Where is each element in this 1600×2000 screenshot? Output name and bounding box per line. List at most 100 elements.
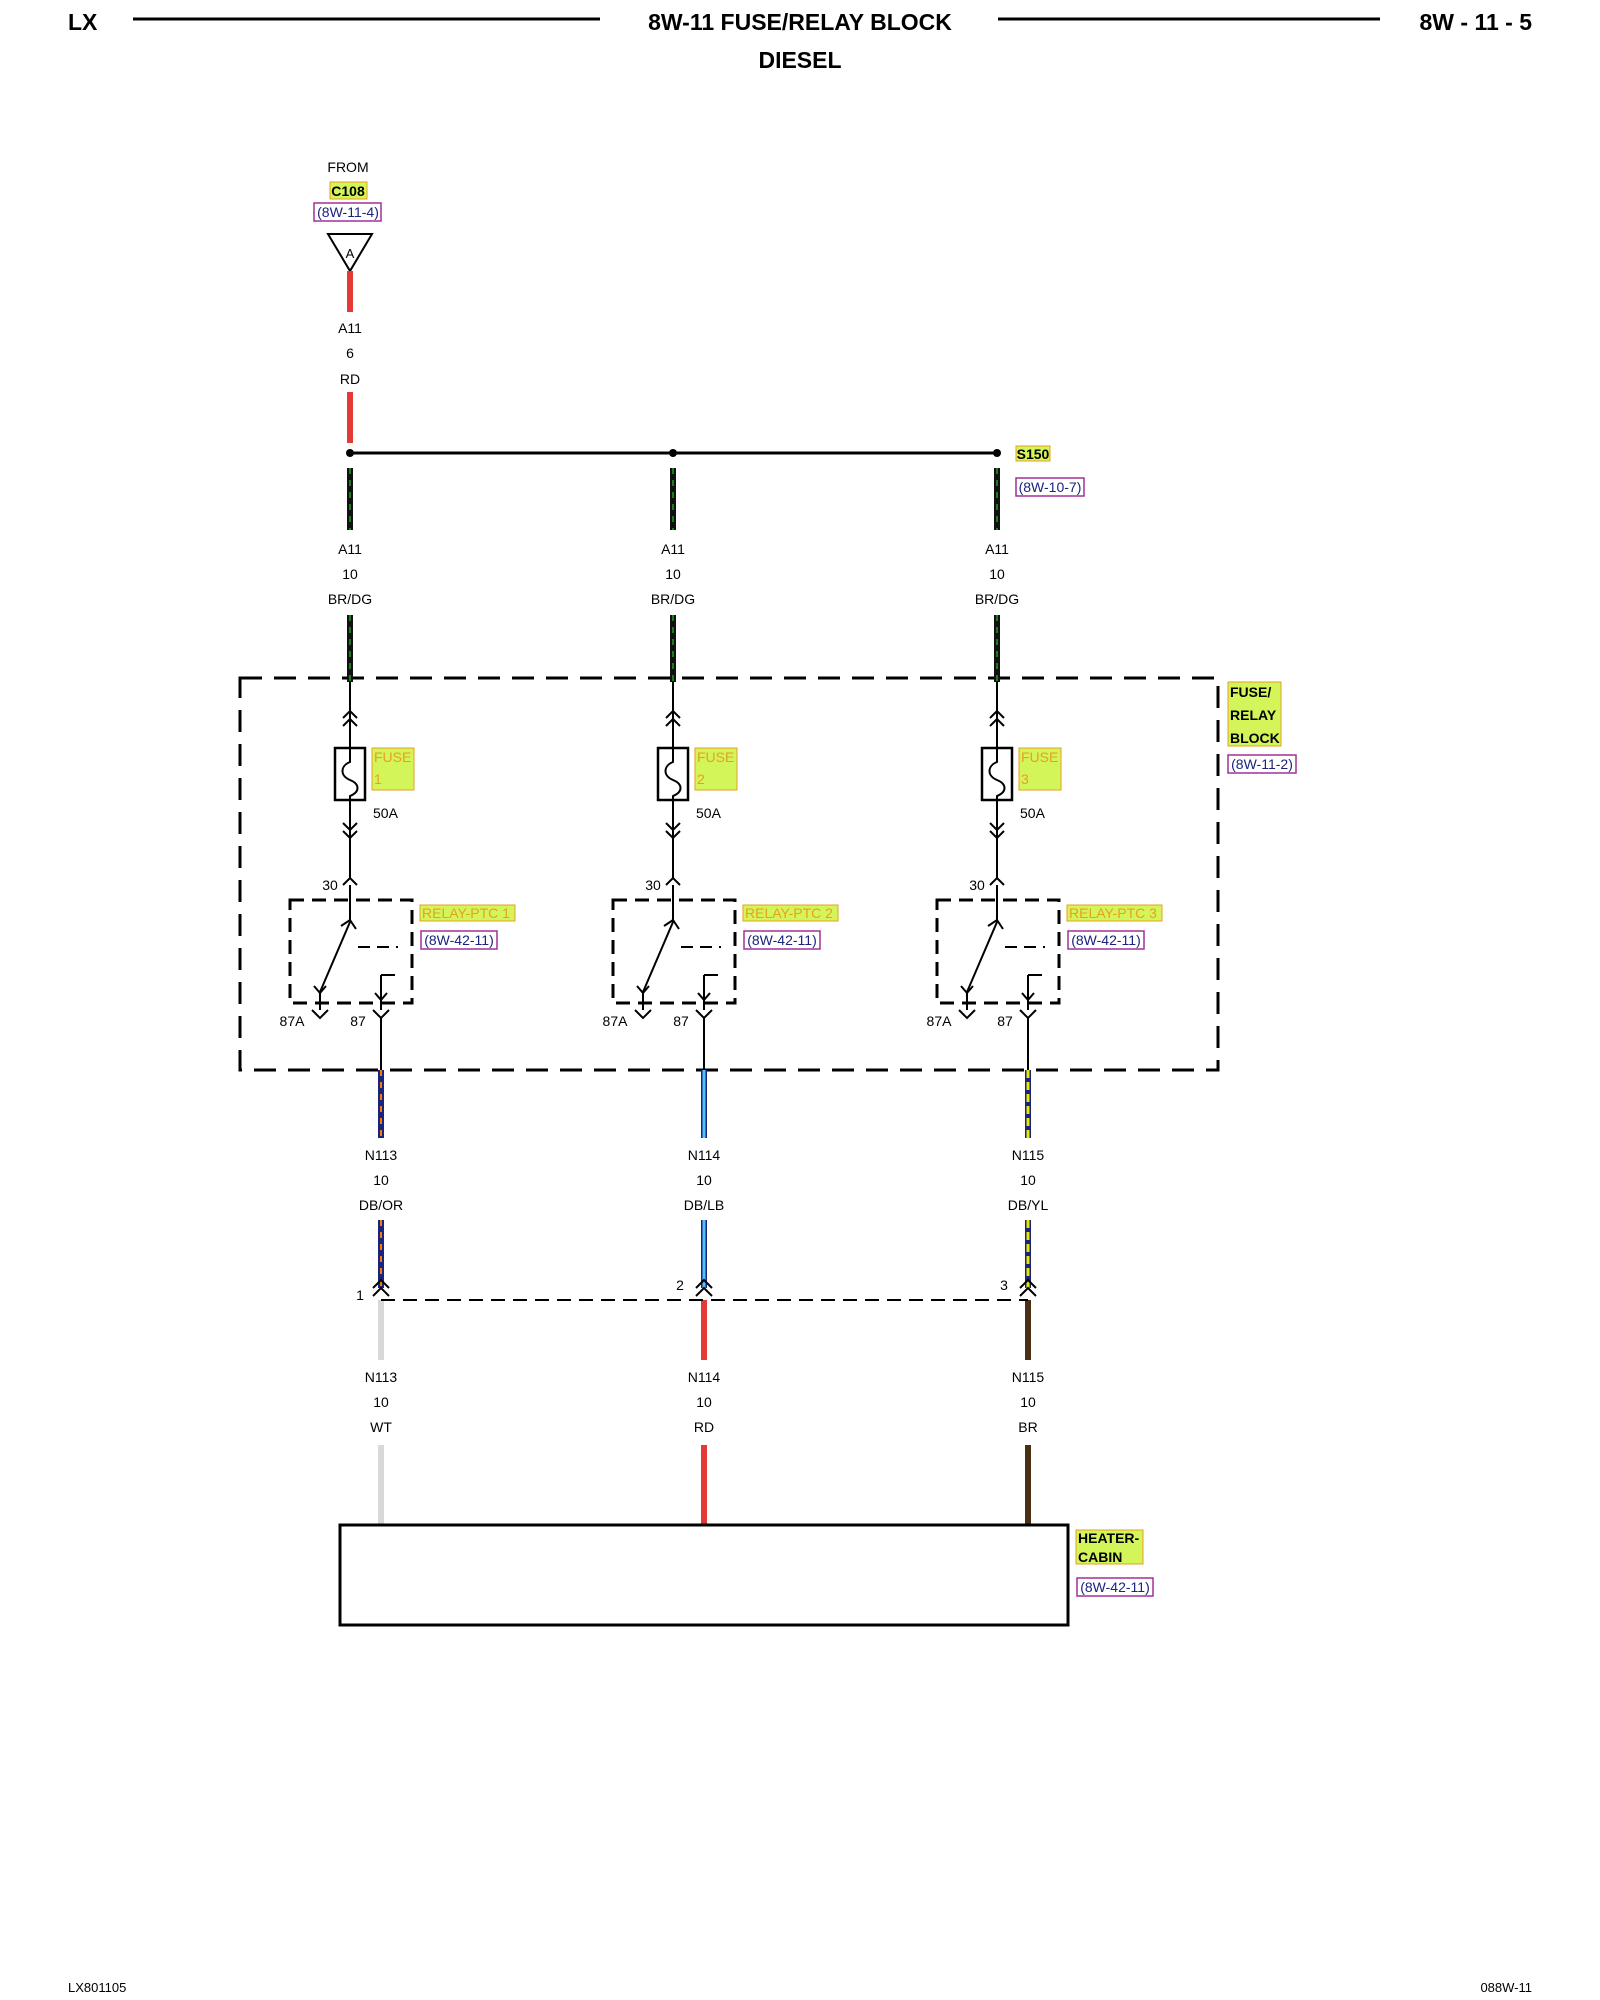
header-page: 8W - 11 - 5 [1420,9,1533,35]
branch-3-pin30-terminal [989,876,1005,886]
branch-2-pin30: 30 [645,877,661,893]
branch-3-out-circuit: N115 [1012,1147,1045,1163]
from-label: FROM [327,159,368,175]
branch-2-fuse-terminal-bot-a [665,822,681,832]
heater-ref-link[interactable]: (8W-42-11) [1080,1579,1150,1595]
header-subtitle: DIESEL [758,47,841,73]
block-ref-link[interactable]: (8W-11-2) [1231,756,1293,772]
branch-2-relay-87a-arrow [636,985,650,995]
branch-1-relay-switch-arm [319,921,351,993]
branch-1-fuse-terminal-top-b [342,717,358,727]
header-left: LX [68,9,98,35]
connector-female-symbol [326,233,374,273]
branch-1-relay-switch-arrow [340,918,357,930]
branch-2-fuse-num[interactable]: 2 [697,771,705,787]
branch-3-fuse-num[interactable]: 3 [1021,771,1029,787]
branch-3-relay-ref-box [1067,930,1145,950]
branch-3-relay-box [935,898,1061,1005]
branch-2-fuse-label[interactable]: FUSE [697,749,734,765]
branch-2-load-circuit: N114 [688,1369,721,1385]
heater-tag-line1[interactable]: HEATER- [1078,1530,1140,1546]
branch-2-fuse-terminal-bot-b [665,830,681,840]
branch-2-fuse-tag-bg [694,747,738,791]
branch-2-in-circuit: A11 [661,541,685,557]
branch-3-fuse-label[interactable]: FUSE [1021,749,1058,765]
branch-1-pin87: 87 [350,1013,366,1029]
branch-1-pin30: 30 [322,877,338,893]
branch-3-pin30: 30 [969,877,985,893]
branch-3-fuse-rating: 50A [1020,805,1046,821]
block-ref-box [1227,754,1297,774]
branch-2-out-color: DB/LB [684,1197,724,1213]
branch-1-load-color: WT [370,1419,392,1435]
splice-tag[interactable]: S150 [1017,446,1050,462]
branch-1-fuse-terminal-bot-a [342,822,358,832]
branch-2-fuse-rating: 50A [696,805,722,821]
branch-3-relay-tag-bg [1066,904,1163,922]
block-tag-line2[interactable]: RELAY [1230,707,1277,723]
branch-2-relay-switch-arm [642,921,674,993]
branch-3-load-circuit: N115 [1012,1369,1045,1385]
branch-2-conn-pin: 2 [676,1277,684,1293]
block-tag-line1[interactable]: FUSE/ [1230,684,1271,700]
branch-2-in-gauge: 10 [665,566,681,582]
block-tag-line3[interactable]: BLOCK [1230,730,1280,746]
connector-ref-link[interactable]: (8W-11-4) [317,204,379,220]
heater-tag-line2[interactable]: CABIN [1078,1549,1122,1565]
branch-1-out-circuit: N113 [365,1147,398,1163]
branch-1-out-color: DB/OR [359,1197,403,1213]
branch-2-out-gauge: 10 [696,1172,712,1188]
splice-ref-link[interactable]: (8W-10-7) [1019,479,1082,495]
branch-3-fuse-element [988,748,1006,800]
branch-1-fuse-num[interactable]: 1 [374,771,382,787]
branch-1-relay-ref[interactable]: (8W-42-11) [424,932,494,948]
branch-3-pin87: 87 [997,1013,1013,1029]
branch-2-load-gauge: 10 [696,1394,712,1410]
branch-3-fuse-terminal-bot-a [989,822,1005,832]
branch-2-87-terminal [695,1009,713,1020]
branch-2-fuse-terminal-top-b [665,717,681,727]
branch-1-fuse-tag-bg [371,747,415,791]
branch-1-load-circuit: N113 [365,1369,398,1385]
branch-2-pin87: 87 [673,1013,689,1029]
branch-1-fuse-terminal-bot-b [342,830,358,840]
branch-3-fuse-terminal-top-b [989,717,1005,727]
branch-3-load-gauge: 10 [1020,1394,1036,1410]
branch-3-relay-label[interactable]: RELAY-PTC 3 [1069,905,1157,921]
feed-color: RD [340,371,360,387]
branch-2-pin30-terminal [665,876,681,886]
branch-2-relay-87-arrow [697,992,711,1002]
branch-1-relay-label[interactable]: RELAY-PTC 1 [422,905,510,921]
branch-1-fuse-element [341,748,359,800]
branch-3-in-circuit: A11 [985,541,1009,557]
branch-1-relay-ref-box [420,930,498,950]
branch-3-87a-terminal [958,1009,976,1020]
branch-3-in-color: BR/DG [975,591,1019,607]
branch-3-relay-ref[interactable]: (8W-42-11) [1071,932,1141,948]
branch-2-relay-box [611,898,737,1005]
branch-2: A11 10 BR/DG FUSE 2 50A 30 RELAY-PTC 2 (… [603,468,839,1525]
branch-1-out-gauge: 10 [373,1172,389,1188]
heater-ref-box [1076,1577,1154,1597]
branch-2-relay-label[interactable]: RELAY-PTC 2 [745,905,833,921]
connector-ref-box [313,202,382,222]
branch-1-pin87a: 87A [280,1013,306,1029]
heater-tag-bg [1075,1529,1144,1565]
branch-1-in-gauge: 10 [342,566,358,582]
branch-1-fuse-label[interactable]: FUSE [374,749,411,765]
footer-right: 088W-11 [1480,1980,1532,1995]
branch-2-relay-ref[interactable]: (8W-42-11) [747,932,817,948]
branch-1-87-terminal [372,1009,390,1020]
branch-1-in-color: BR/DG [328,591,372,607]
branch-1-relay-87a-arrow [313,985,327,995]
header-title: 8W-11 FUSE/RELAY BLOCK [648,9,952,35]
branch-2-relay-switch-arrow [663,918,680,930]
branch-3-relay-87-arrow [1021,992,1035,1002]
branch-1-conn-female-b [372,1286,390,1297]
feed-circuit: A11 [338,320,362,336]
connector-tag[interactable]: C108 [331,183,365,199]
branch-3-relay-87a-arrow [960,985,974,995]
branch-1: A11 10 BR/DG FUSE 1 50A 30 RELAY-PTC 1 (… [280,468,516,1525]
splice-tag-bg [1015,445,1051,462]
